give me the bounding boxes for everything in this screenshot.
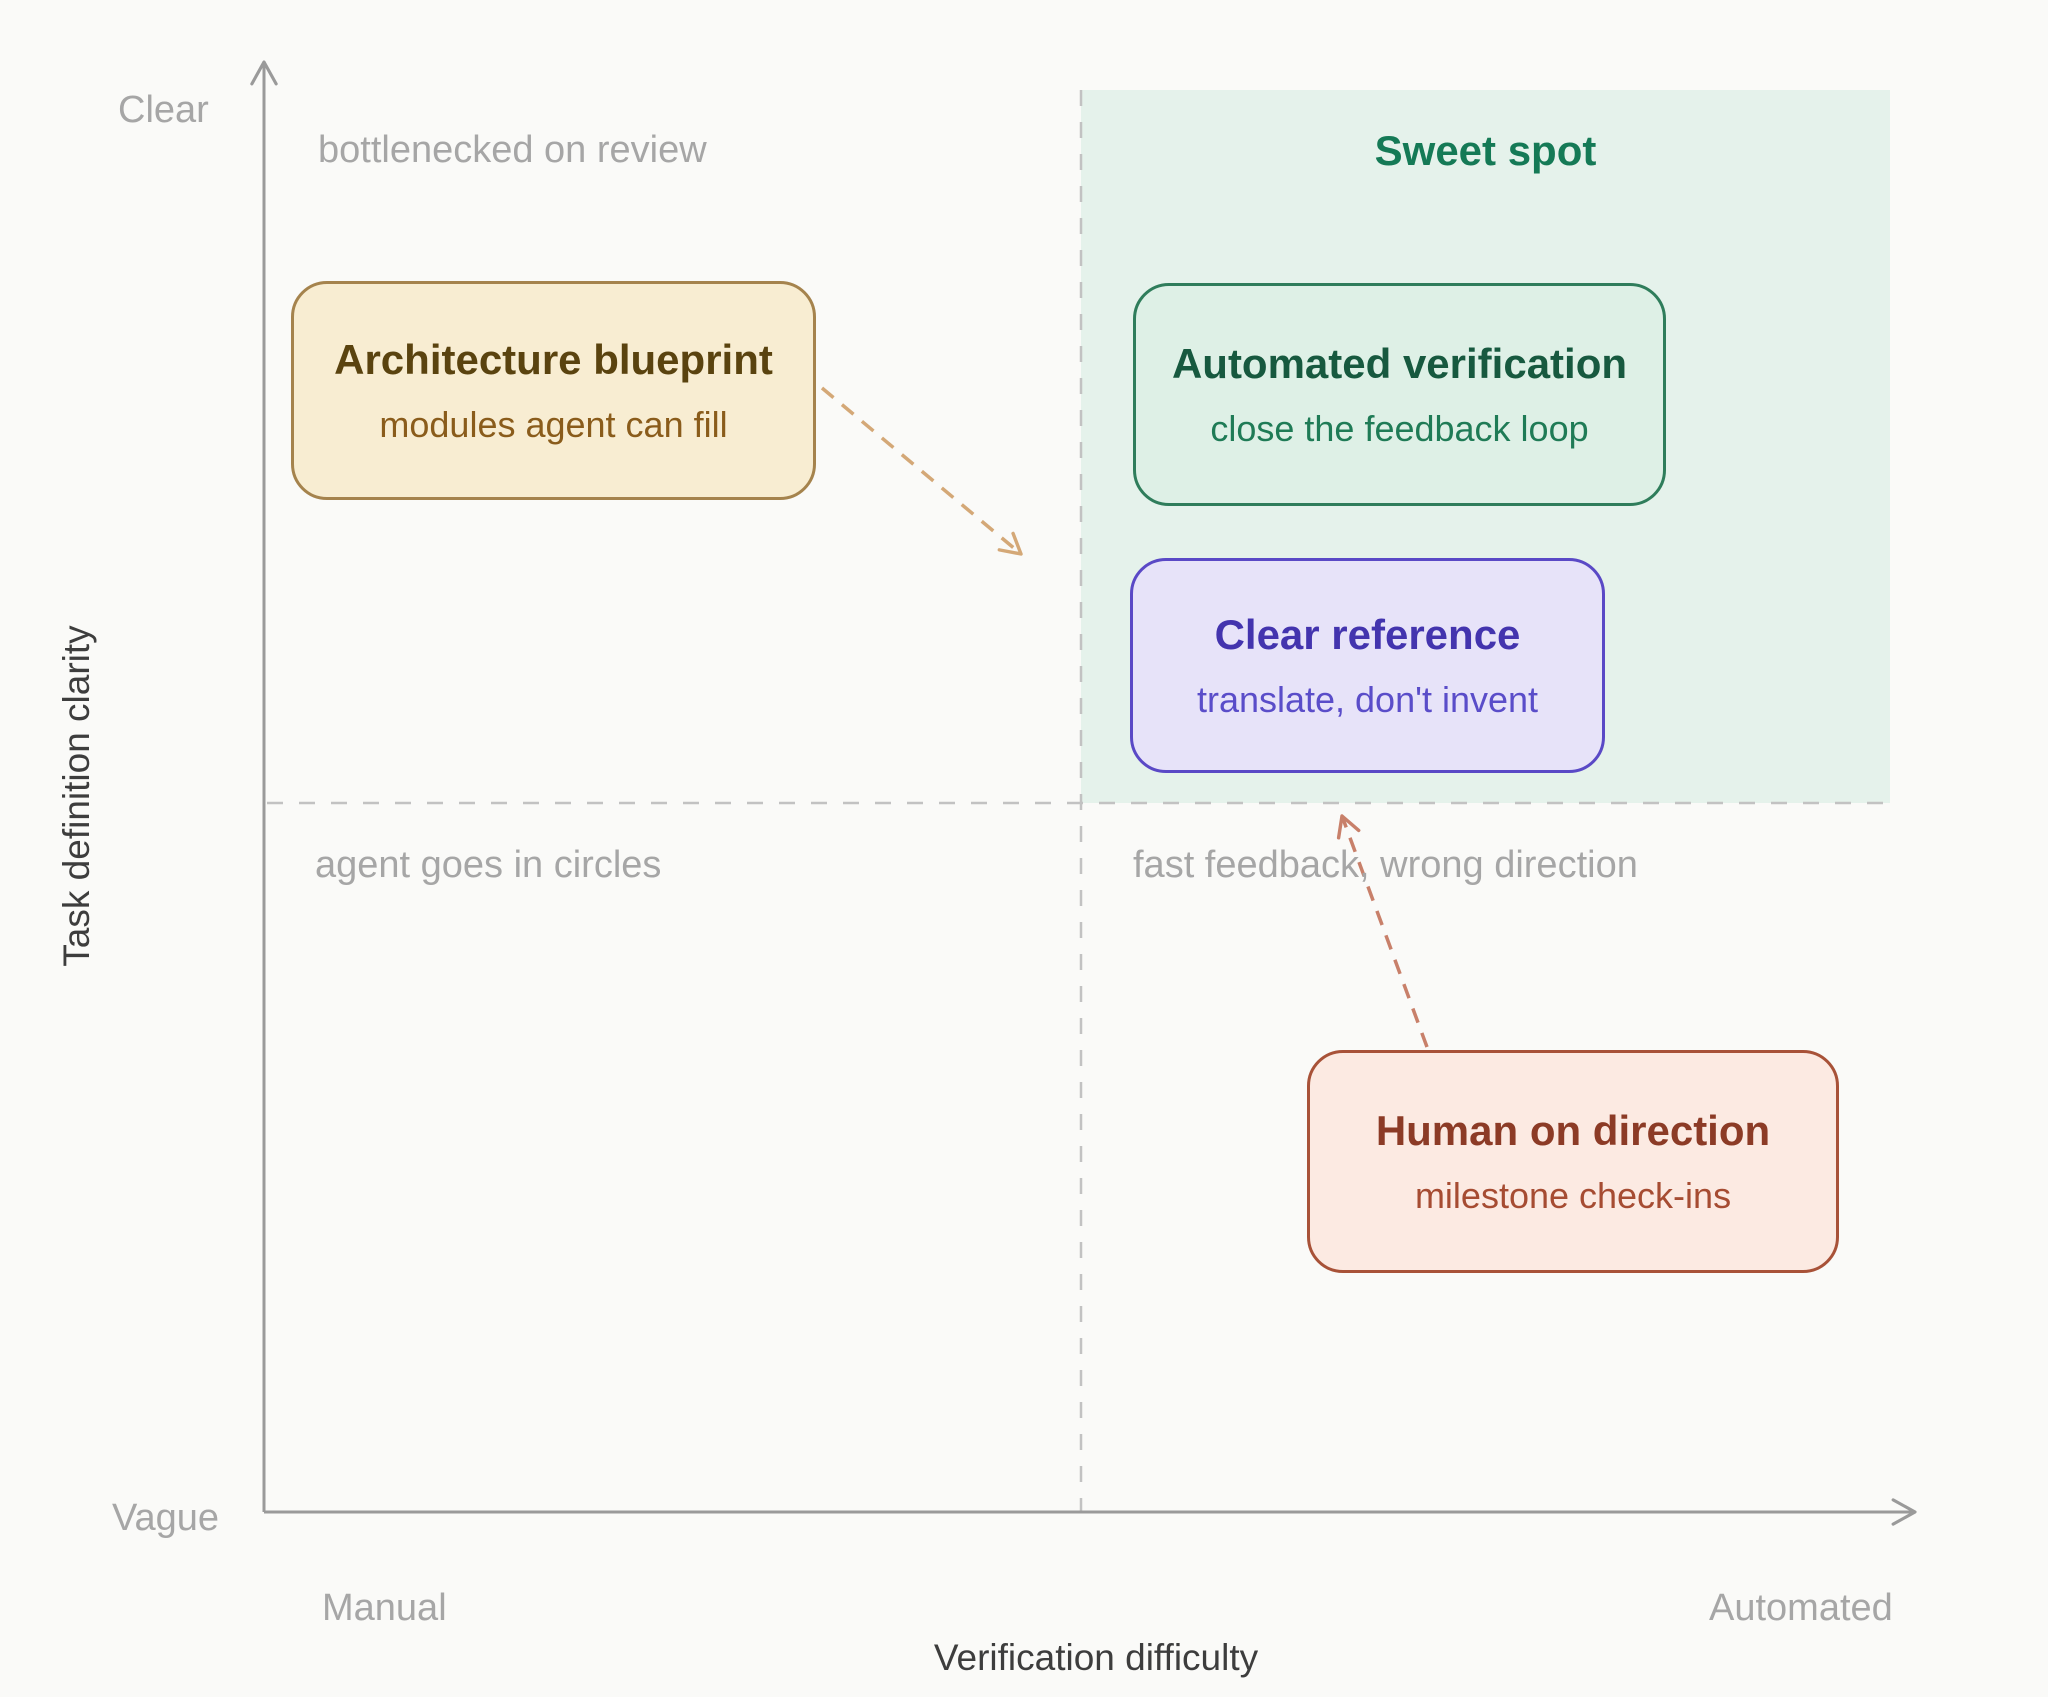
x-axis-title: Verification difficulty bbox=[933, 1637, 1259, 1678]
y-axis-max-label: Clear bbox=[118, 89, 209, 131]
quadrant-label-bottom-right: fast feedback, wrong direction bbox=[1133, 844, 1638, 886]
card-title: Architecture blueprint bbox=[334, 335, 773, 383]
quadrant-label-top-left: bottlenecked on review bbox=[318, 129, 707, 171]
card-subtitle: translate, don't invent bbox=[1196, 678, 1539, 720]
blueprint-to-sweet-spot-arrow bbox=[820, 386, 1023, 556]
x-axis-min-label: Manual bbox=[322, 1587, 447, 1629]
card-automated-verification: Automated verification close the feedbac… bbox=[1133, 283, 1666, 506]
y-axis-title: Task definition clarity bbox=[55, 625, 97, 967]
card-subtitle: close the feedback loop bbox=[1210, 407, 1589, 449]
card-human-on-direction: Human on direction milestone check-ins bbox=[1307, 1050, 1839, 1273]
card-subtitle: milestone check-ins bbox=[1414, 1174, 1732, 1216]
quadrant-label-sweet-spot: Sweet spot bbox=[1374, 127, 1597, 174]
card-title: Clear reference bbox=[1214, 610, 1521, 658]
card-clear-reference: Clear reference translate, don't invent bbox=[1130, 558, 1605, 773]
card-title: Human on direction bbox=[1375, 1106, 1771, 1154]
card-title: Automated verification bbox=[1171, 339, 1628, 387]
x-axis-max-label: Automated bbox=[1709, 1587, 1893, 1629]
quadrant-label-bottom-left: agent goes in circles bbox=[315, 844, 662, 886]
card-subtitle: modules agent can fill bbox=[379, 403, 728, 445]
card-architecture-blueprint: Architecture blueprint modules agent can… bbox=[291, 281, 816, 500]
y-axis-min-label: Vague bbox=[112, 1497, 220, 1539]
